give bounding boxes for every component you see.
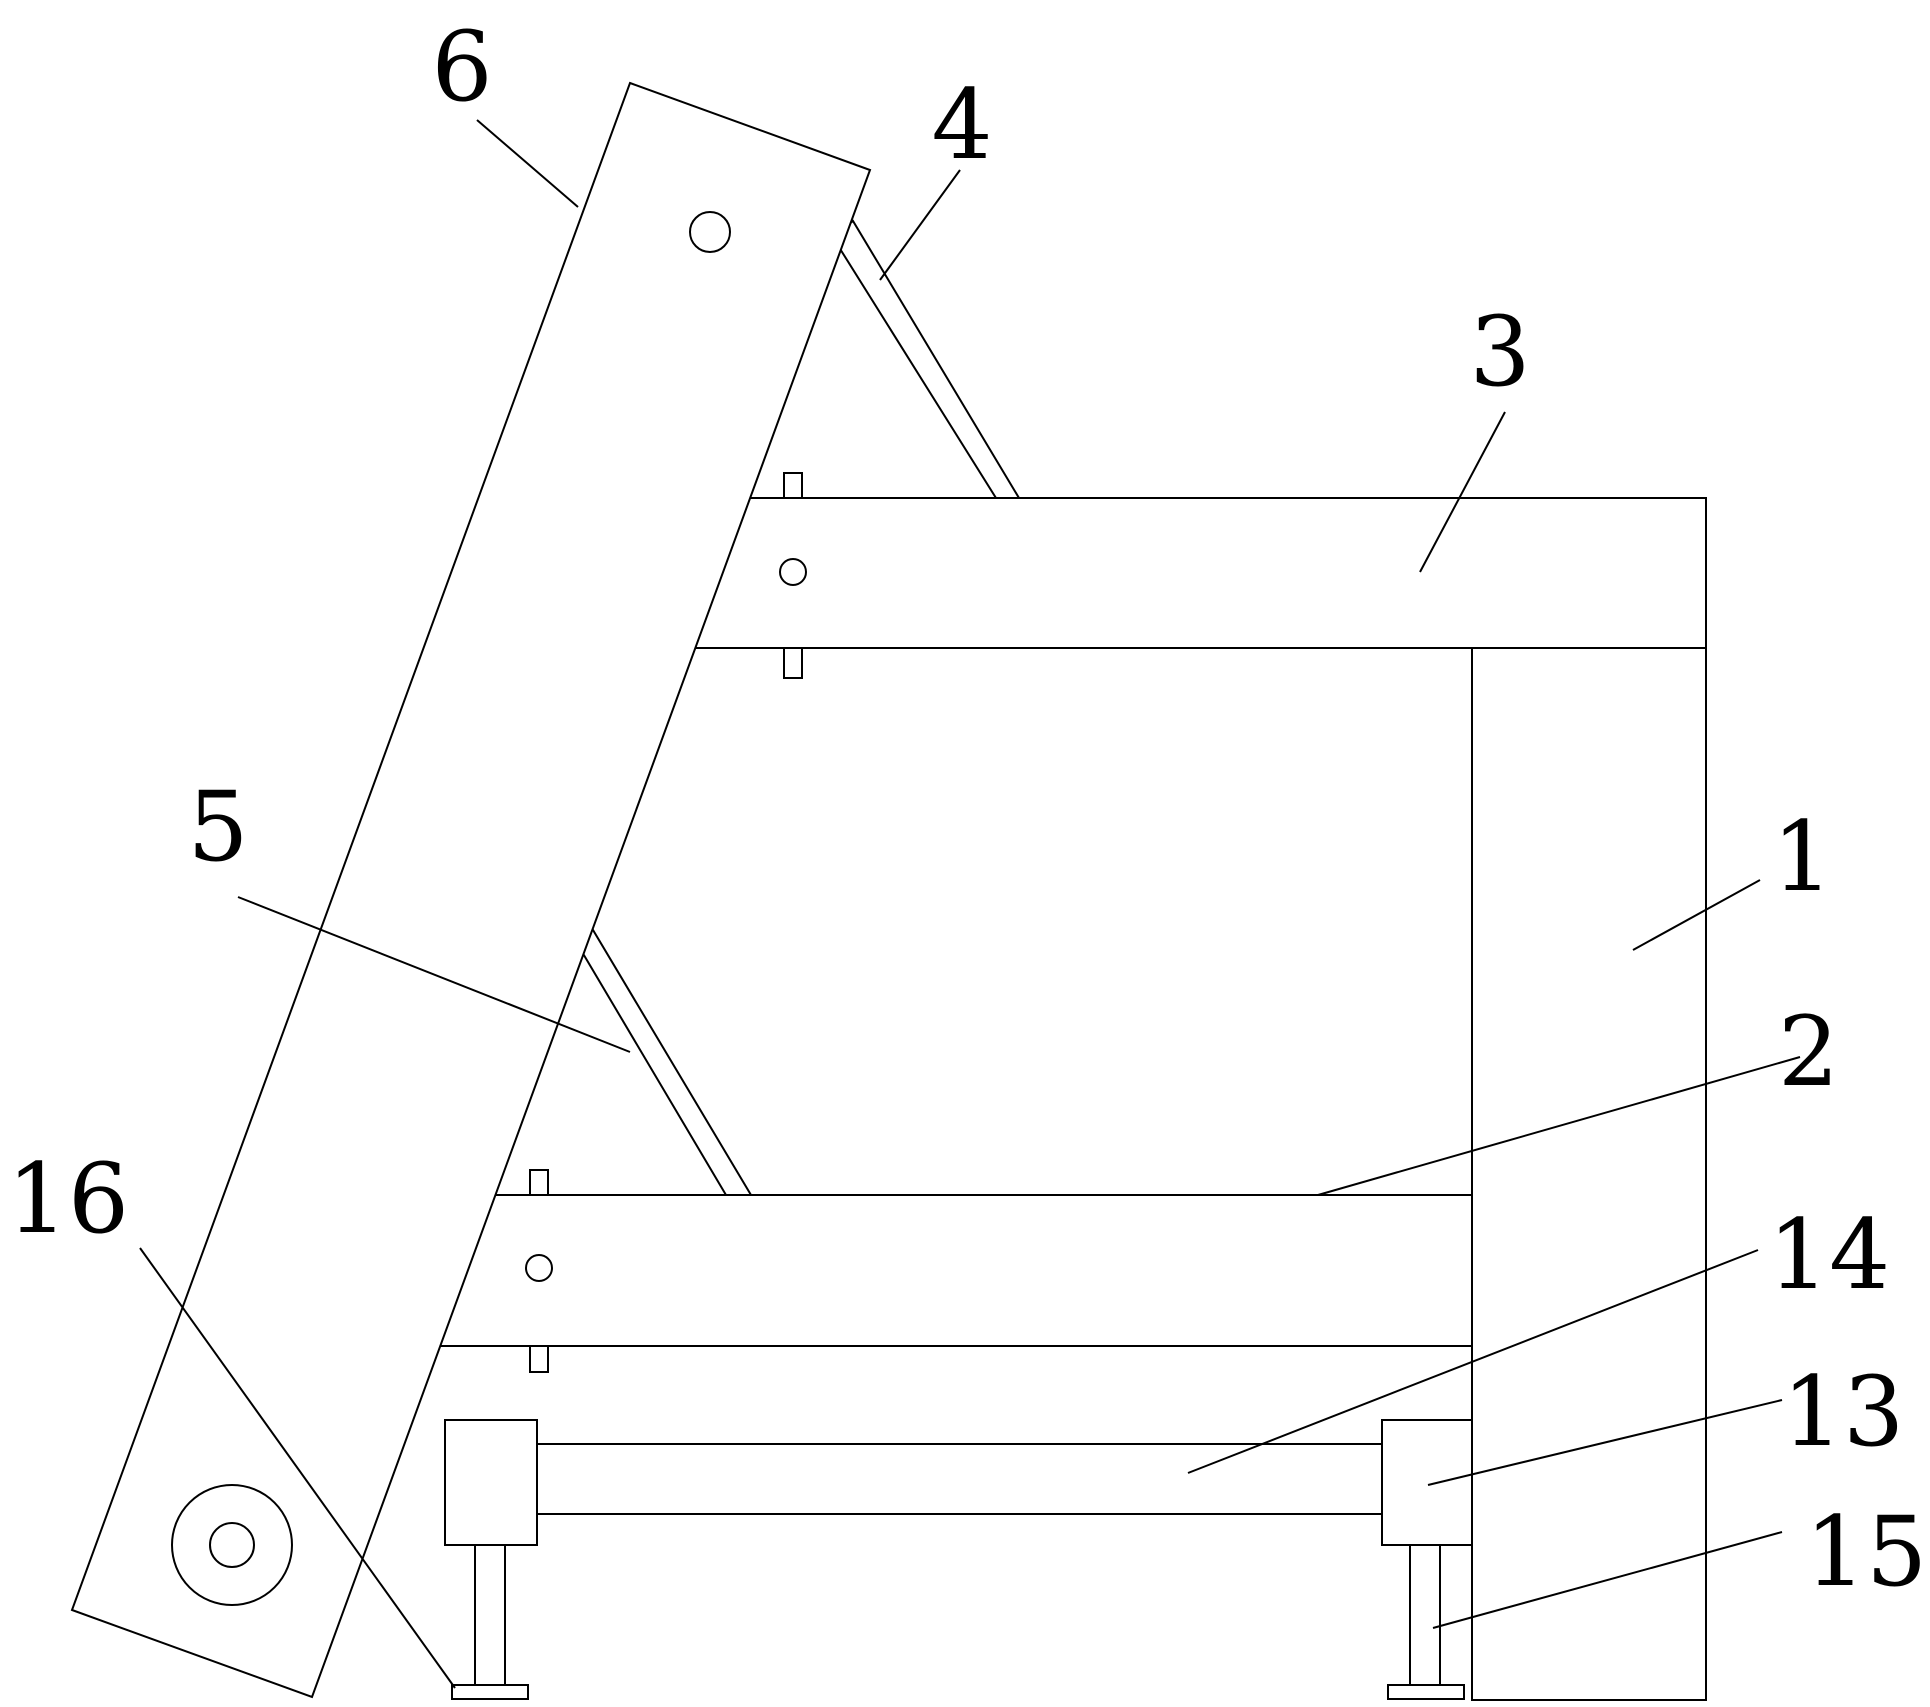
label-15: 15 xyxy=(1805,1496,1927,1608)
left-slider-block xyxy=(444,1419,538,1546)
label-2: 2 xyxy=(1778,996,1839,1108)
leader-lines xyxy=(139,119,1801,1689)
wheel-inner xyxy=(209,1522,255,1568)
left-foot xyxy=(451,1684,529,1700)
lower-pivot xyxy=(525,1254,553,1282)
label-13: 13 xyxy=(1782,1356,1904,1468)
upper-pivot xyxy=(779,558,807,586)
right-leg xyxy=(1409,1544,1441,1686)
upper-strut xyxy=(830,219,1021,499)
label-6: 6 xyxy=(431,11,492,123)
label-4: 4 xyxy=(931,69,992,181)
vertical-post xyxy=(1471,647,1707,1701)
label-3: 3 xyxy=(1469,296,1530,408)
lower-beam xyxy=(429,1194,1473,1347)
lower-strut xyxy=(573,928,753,1196)
label-14: 14 xyxy=(1768,1199,1890,1311)
label-16: 16 xyxy=(7,1143,129,1255)
right-foot xyxy=(1387,1684,1465,1700)
inclined-arm xyxy=(70,81,872,1699)
label-1: 1 xyxy=(1772,801,1833,913)
arm-top-hole xyxy=(689,211,731,253)
upper-beam xyxy=(679,497,1707,649)
label-5: 5 xyxy=(187,771,248,883)
right-slider-block xyxy=(1381,1419,1473,1546)
left-leg xyxy=(474,1544,506,1686)
guide-rod xyxy=(534,1443,1386,1515)
